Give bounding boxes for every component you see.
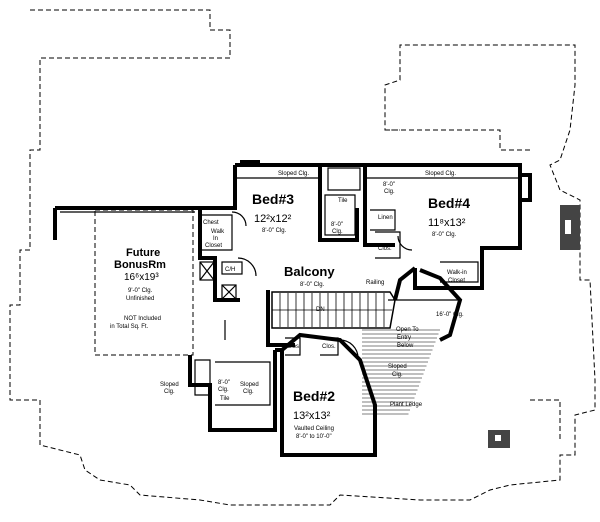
- balcony-ceiling: 8'-0" Clg.: [300, 282, 325, 288]
- staircase[interactable]: [271, 291, 396, 329]
- walkin-bed3-a: Walk: [211, 229, 225, 235]
- left-wing-walls: [53, 206, 200, 240]
- bath2-tile: Tile: [220, 396, 230, 402]
- bonus-note-2: in Total Sq. Ft.: [110, 324, 149, 330]
- bath-left-sloped-a: Sloped: [160, 382, 179, 388]
- bed3-ceiling: 8'-0" Clg.: [262, 228, 287, 234]
- bed3-size: 12²x12²: [254, 213, 292, 225]
- walkin-bed4-a: Walk-in: [447, 270, 467, 276]
- railing-label: Railing: [366, 280, 384, 286]
- bonus-name-2: BonusRm: [114, 259, 166, 271]
- bath3-clg-a: 8'-0": [331, 222, 343, 228]
- clg-top-b: Clg.: [384, 189, 395, 195]
- ch-label: C/H: [225, 267, 235, 273]
- walkin-bed3-b: In: [213, 236, 218, 242]
- sloped-b: Clg.: [392, 372, 403, 378]
- chest-label: Chest: [203, 220, 219, 226]
- clg-16: 16'-0" Clg.: [436, 312, 464, 318]
- tile-top: Tile: [338, 198, 348, 204]
- upper-floor-walls: [188, 163, 532, 457]
- bed4-note: Sloped Clg.: [425, 171, 456, 177]
- bed4-name: Bed#4: [428, 195, 470, 211]
- open-to-c: Below: [397, 343, 414, 349]
- closet-bed2-b: Clos.: [322, 344, 336, 350]
- bath-left-sloped-b: Clg.: [164, 389, 175, 395]
- bath2-sloped-a: Sloped: [240, 382, 259, 388]
- bed2-name: Bed#2: [293, 388, 335, 404]
- bed2-ceiling-1: Vaulted Ceiling: [294, 426, 334, 432]
- closet-bed4: Clos.: [378, 246, 392, 252]
- bath2-clg-a: 8'-0": [218, 380, 230, 386]
- bonus-name-1: Future: [126, 247, 160, 259]
- bonus-note-1: NOT Included: [124, 316, 161, 322]
- open-to-below-area: [362, 329, 440, 415]
- bed3-note: Sloped Clg.: [278, 171, 309, 177]
- bonus-size: 16⁶x19³: [124, 272, 159, 283]
- open-to-a: Open To: [396, 327, 419, 333]
- bath3-clg-b: Clg.: [332, 229, 343, 235]
- dn-label: DN: [316, 307, 325, 313]
- linen-label: Linen: [378, 215, 393, 221]
- bonus-status: Unfinished: [126, 296, 154, 302]
- bed4-size: 11⁸x13²: [428, 217, 466, 229]
- closet-bed2-a: Clos.: [287, 344, 301, 350]
- walkin-bed3-c: Closet: [205, 243, 222, 249]
- stair-frame: [271, 291, 396, 329]
- bed4-ceiling: 8'-0" Clg.: [432, 232, 457, 238]
- plant-ledge: Plant Ledge: [390, 402, 423, 408]
- bath2-clg-b: Clg.: [218, 387, 229, 393]
- sloped-a: Sloped: [388, 364, 407, 370]
- bonus-ceiling: 9'-0" Clg.: [128, 288, 153, 294]
- clg-8-top: 8'-0": [383, 182, 395, 188]
- interior-lines: [194, 160, 580, 448]
- balcony-name: Balcony: [284, 264, 335, 279]
- bath2-sloped-b: Clg.: [243, 389, 254, 395]
- bed2-size: 13²x13²: [293, 410, 331, 422]
- open-to-b: Entry: [397, 335, 411, 341]
- bed2-ceiling-2: 8'-0" to 10'-0": [296, 434, 332, 440]
- bed3-name: Bed#3: [252, 191, 294, 207]
- walkin-bed4-b: Closet: [448, 278, 465, 284]
- lower-floor-outline: [9, 9, 596, 506]
